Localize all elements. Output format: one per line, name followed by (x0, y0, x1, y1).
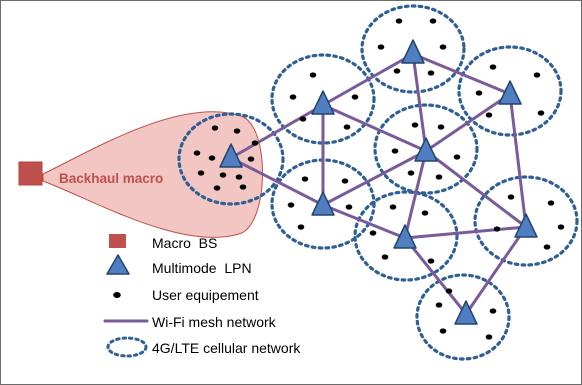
user-equipment-icon (247, 156, 255, 162)
legend-label-mesh: Wi-Fi mesh network (152, 314, 277, 330)
user-equipment-icon (251, 140, 259, 146)
mesh-link (321, 149, 428, 207)
lpn-icon (311, 191, 335, 216)
user-equipment-icon (345, 204, 353, 210)
user-equipment-icon (239, 184, 247, 190)
legend-cell-icon (106, 336, 148, 358)
lpn-icon (498, 80, 522, 105)
user-equipment-icon (411, 122, 419, 128)
user-equipment-icon (547, 200, 555, 206)
cell-coverage (353, 190, 459, 282)
mesh-link (321, 203, 407, 240)
mesh-link (321, 52, 415, 107)
cell-coverage (373, 103, 479, 195)
user-equipment-icon (537, 110, 545, 116)
cell-coverage (415, 273, 511, 361)
mesh-link (403, 225, 528, 240)
user-equipment-icon (219, 172, 227, 178)
mesh-link (411, 52, 512, 96)
macro-bs-icon (18, 161, 43, 186)
mesh-link (229, 156, 325, 207)
user-equipment-icon (421, 210, 429, 216)
user-equipment-icon (289, 94, 297, 100)
user-equipment-icon (407, 170, 415, 176)
lpn-icon (514, 213, 538, 238)
lpn-icon (401, 39, 425, 64)
user-equipment-icon (429, 18, 437, 24)
user-equipment-icon (381, 254, 389, 260)
user-equipment-icon (439, 44, 447, 50)
user-equipment-icon (489, 64, 497, 70)
user-equipment-icon (543, 244, 551, 250)
mesh-link (424, 149, 528, 229)
mesh-link (508, 92, 528, 229)
user-equipment-icon (427, 70, 435, 76)
user-equipment-icon (445, 288, 453, 294)
user-equipment-icon (351, 94, 359, 100)
mesh-link (229, 103, 325, 160)
lpn-icon (454, 300, 478, 325)
lpn-icon (219, 143, 243, 168)
mesh-link (411, 52, 428, 153)
backhaul-label: Backhaul macro (59, 171, 163, 186)
mesh-link (403, 149, 428, 240)
user-equipment-icon (435, 302, 443, 308)
user-equipment-icon (439, 328, 447, 334)
user-equipment-icon (369, 230, 377, 236)
user-equipment-icon (211, 125, 219, 131)
user-equipment-icon (485, 112, 493, 118)
cell-coverage (360, 4, 466, 94)
user-equipment-icon (453, 154, 461, 160)
legend-label-lpn: Multimode LPN (152, 260, 252, 276)
cell-coverage (457, 45, 563, 137)
cell-coverage (473, 175, 579, 267)
user-equipment-icon (299, 116, 307, 122)
user-equipment-icon (393, 68, 401, 74)
user-equipment-icon (287, 202, 295, 208)
lpn-icon (393, 224, 417, 249)
user-equipment-icon (437, 124, 445, 130)
user-equipment-icon (533, 72, 541, 78)
user-equipment-icon (197, 170, 205, 176)
mesh-link (464, 225, 528, 316)
legend-user-icon (113, 292, 121, 298)
user-equipment-icon (233, 128, 241, 134)
legend-lpn-icon (106, 254, 130, 275)
user-equipment-icon (301, 176, 309, 182)
user-equipment-icon (557, 224, 565, 230)
user-equipment-icon (395, 18, 403, 24)
legend-label-macro-bs: Macro BS (152, 235, 217, 251)
user-equipment-icon (235, 174, 243, 180)
user-equipment-icon (427, 258, 435, 264)
user-equipment-icon (377, 44, 385, 50)
user-equipment-icon (475, 90, 483, 96)
backhaul-beam (42, 111, 263, 238)
user-equipment-icon (213, 185, 221, 191)
lpn-icon (414, 137, 438, 162)
mesh-link (424, 92, 512, 153)
user-equipment-icon (208, 155, 216, 161)
user-equipment-icon (389, 204, 397, 210)
user-equipment-icon (309, 72, 317, 78)
user-equipment-icon (391, 148, 399, 154)
legend-macro-bs-icon (109, 234, 126, 248)
user-equipment-icon (489, 308, 497, 314)
user-equipment-icon (343, 124, 351, 130)
mesh-link (321, 103, 428, 153)
user-equipment-icon (297, 224, 305, 230)
user-equipment-icon (493, 226, 501, 232)
user-equipment-icon (341, 178, 349, 184)
legend: Macro BS Multimode LPN User equipement W… (103, 234, 301, 358)
lpn-icon (311, 90, 335, 115)
user-equipment-icon (435, 174, 443, 180)
user-equipment-icon (507, 194, 515, 200)
user-equipment-icon (485, 334, 493, 340)
cell-coverage (177, 112, 285, 206)
user-equipment-icon (193, 150, 201, 156)
legend-label-cell: 4G/LTE cellular network (152, 340, 301, 356)
legend-label-user: User equipement (152, 287, 259, 303)
mesh-link (403, 236, 468, 316)
